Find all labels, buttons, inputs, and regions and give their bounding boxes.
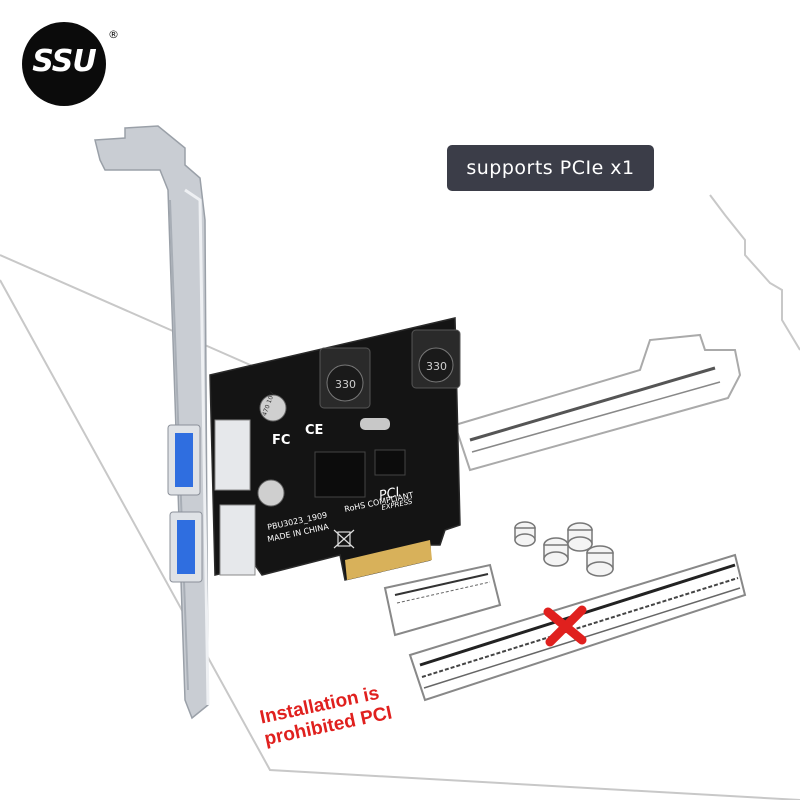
screw-standoffs <box>514 521 614 577</box>
supports-badge: supports PCIe x1 <box>447 145 654 191</box>
pcb-card <box>209 317 461 581</box>
registered-mark: ® <box>108 28 119 41</box>
inductor-label-2: 330 <box>426 360 447 373</box>
ce-icon: CE <box>305 423 323 438</box>
pcie-x1-slot <box>383 563 502 637</box>
recycle-bin-icon <box>333 529 355 549</box>
x-mark-icon <box>543 605 587 647</box>
inductor-label-1: 330 <box>335 378 356 391</box>
pci-logo-text: PCI <box>378 485 402 504</box>
fcc-icon: FC <box>272 433 290 448</box>
pcie-x16-slot <box>453 333 742 472</box>
metal-bracket <box>94 125 210 720</box>
ssu-logo: SSU <box>22 22 106 106</box>
logo-text: SSU <box>32 44 97 79</box>
usb3-port-icon <box>167 424 203 583</box>
